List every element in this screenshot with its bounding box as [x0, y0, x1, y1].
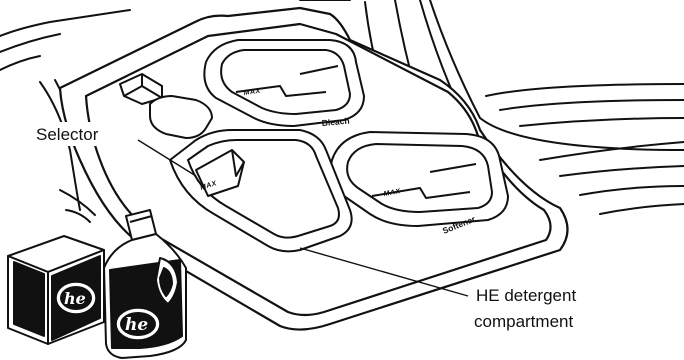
selector-callout: Selector	[36, 125, 99, 144]
bottle-he-logo: he	[116, 308, 160, 340]
box-he-logo: he	[56, 282, 96, 314]
detergent-callout-line1: HE detergent	[476, 286, 576, 305]
detergent-callout-line2: compartment	[474, 312, 573, 331]
box-he-logo-text: he	[64, 289, 86, 308]
bottle-he-logo-text: he	[125, 315, 148, 335]
